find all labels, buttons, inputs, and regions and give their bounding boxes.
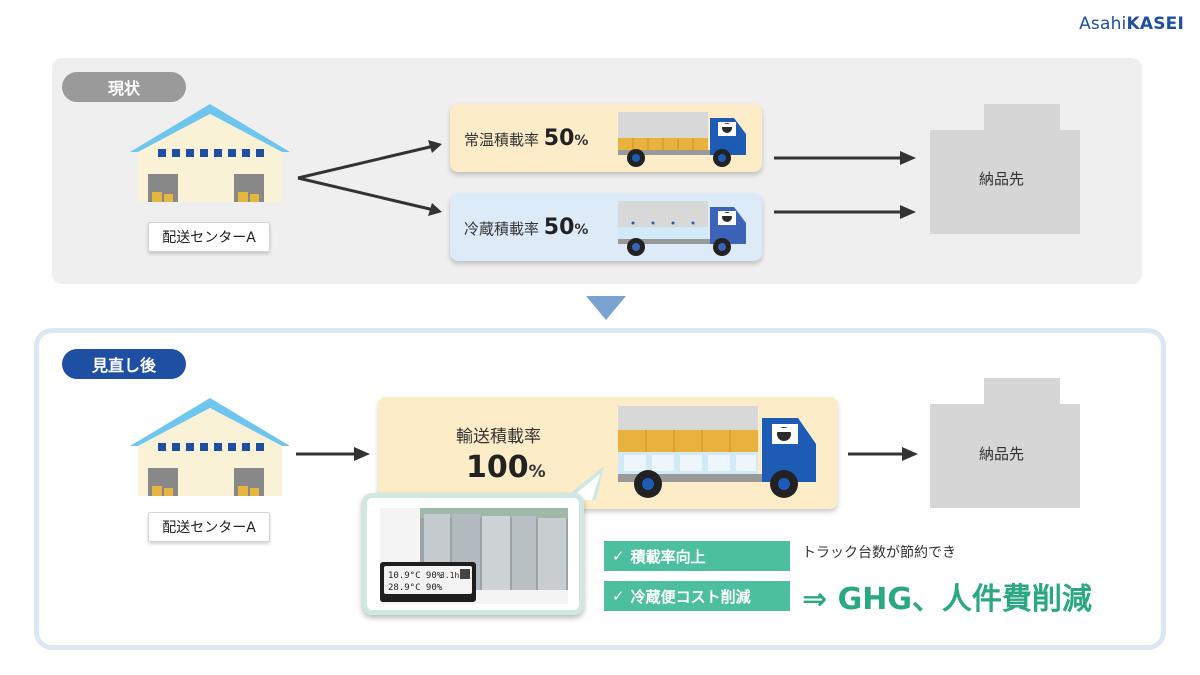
arrow-to-destination: [848, 447, 918, 461]
split-arrows: [297, 140, 442, 216]
destination-label: 納品先: [979, 170, 1025, 188]
result-text: ⇒ GHG、人件費削減: [802, 582, 1092, 617]
warehouse-icon: [130, 398, 290, 496]
destination-building-icon: [930, 378, 1080, 508]
benefit-label: 積載率向上: [630, 547, 706, 566]
destination-label: 納品先: [979, 445, 1025, 463]
check-icon: ✓: [612, 587, 625, 605]
route-chilled-value: 50: [543, 215, 575, 240]
route-ambient-text: 常温積載率 50%: [464, 126, 588, 151]
route-combined-label: 輸送積載率: [456, 427, 541, 447]
arrow-to-destination: [774, 151, 916, 165]
readout-line-1b: 3.1h: [440, 571, 459, 580]
current-state-badge: 現状: [62, 72, 186, 102]
check-icon: ✓: [612, 547, 625, 565]
warehouse-icon: [130, 104, 290, 202]
route-chilled-unit: %: [574, 222, 589, 238]
storage-box-callout: 10.9°C 90% 3.1h 28.9°C 90%: [362, 493, 584, 615]
truck-icon: [618, 201, 746, 256]
truck-icon: [618, 112, 746, 167]
readout-line-2: 28.9°C 90%: [388, 583, 443, 593]
arrow-to-route: [296, 447, 370, 461]
revised-state-badge: 見直し後: [62, 349, 186, 379]
route-ambient-unit: %: [574, 133, 589, 149]
company-logo: AsahiKASEI: [1079, 14, 1184, 34]
route-chilled-label: 冷蔵積載率: [464, 220, 540, 238]
destination-building-icon: [930, 104, 1080, 234]
route-combined-number: 100: [466, 450, 529, 485]
benefit-label: 冷蔵便コスト削減: [630, 587, 751, 606]
insulated-box-photo: 10.9°C 90% 3.1h 28.9°C 90%: [380, 508, 568, 604]
center-label: 配送センターA: [148, 512, 270, 542]
logo-bold: KASEI: [1126, 14, 1184, 34]
route-card-combined: [378, 397, 838, 509]
route-ambient-value: 50: [543, 126, 575, 151]
down-arrow-icon: [586, 296, 626, 320]
center-label: 配送センターA: [148, 222, 270, 252]
logo-prefix: Asahi: [1079, 14, 1127, 34]
benefit-badge-loading-rate: ✓ 積載率向上: [604, 541, 790, 571]
truck-icon: [618, 406, 816, 498]
route-combined-unit: %: [528, 462, 546, 482]
truck-saving-note: トラック台数が節約でき: [802, 545, 956, 561]
readout-line-1: 10.9°C 90%: [388, 571, 443, 581]
benefit-badge-cost: ✓ 冷蔵便コスト削減: [604, 581, 790, 611]
route-combined-value: 100%: [466, 450, 546, 485]
route-chilled-text: 冷蔵積載率 50%: [464, 215, 588, 240]
arrow-to-destination: [774, 205, 916, 219]
route-ambient-label: 常温積載率: [464, 131, 540, 149]
